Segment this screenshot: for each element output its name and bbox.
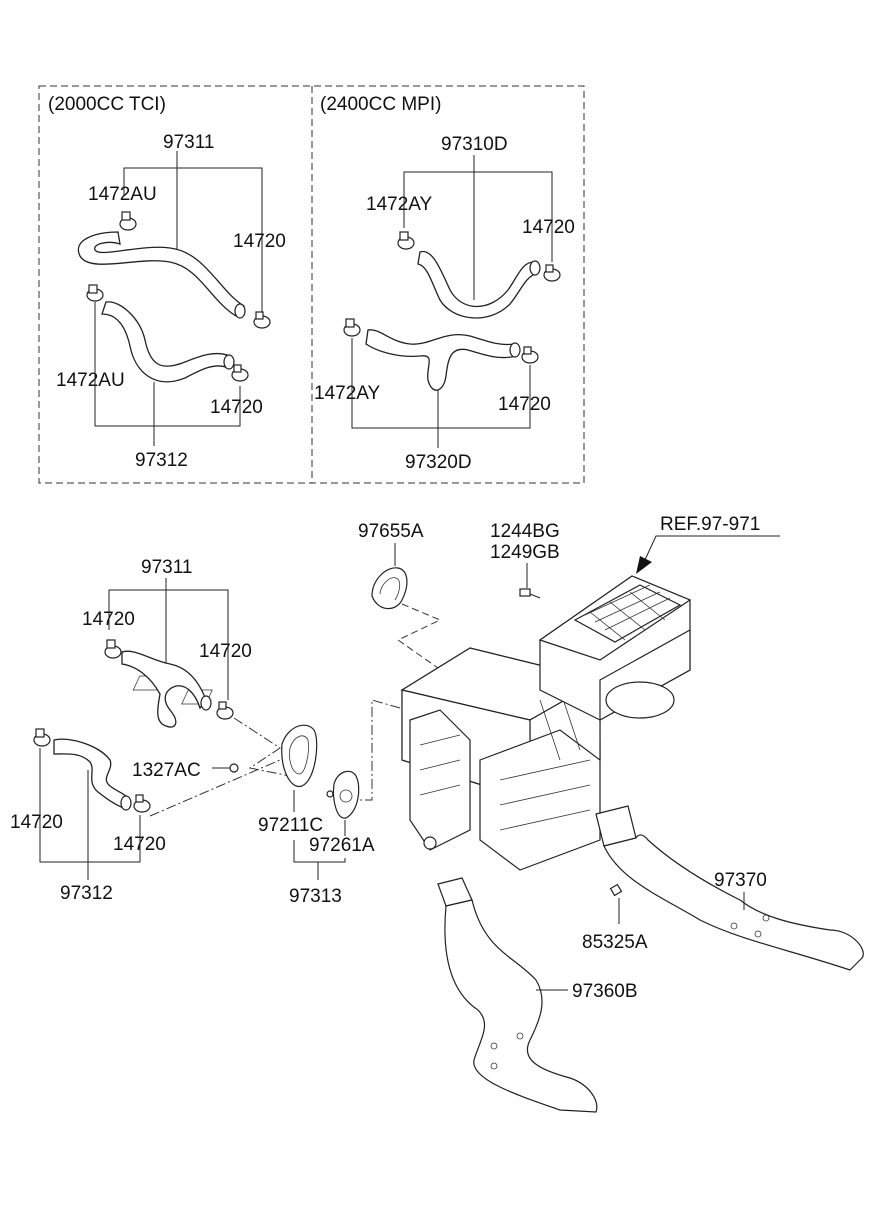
leader-97310D xyxy=(403,171,553,262)
label-14720-mpi-top: 14720 xyxy=(522,217,575,238)
clamp-14720-main-b xyxy=(216,701,234,720)
label-14720-main-c: 14720 xyxy=(10,812,63,833)
clamp-1472AU-top xyxy=(119,211,137,231)
gasket-bolt xyxy=(326,790,334,798)
option-box-frame xyxy=(38,85,585,484)
label-1249GB: 1249GB xyxy=(490,542,560,563)
label-1472AY-bot: 1472AY xyxy=(314,383,381,404)
hose-end xyxy=(120,795,132,811)
label-97261A: 97261A xyxy=(309,835,375,856)
label-14720-tci-bot: 14720 xyxy=(210,397,263,418)
label-14720-mpi-bot: 14720 xyxy=(498,394,551,415)
gasket-hole xyxy=(339,789,353,803)
label-97211C: 97211C xyxy=(258,815,323,836)
label-1472AU-bot: 1472AU xyxy=(56,370,125,391)
label-97360B: 97360B xyxy=(572,981,638,1002)
hose-end xyxy=(529,260,541,276)
label-1244BG: 1244BG xyxy=(490,521,560,542)
leader-ref xyxy=(643,535,780,563)
hose-end xyxy=(509,342,521,358)
duct-97370 xyxy=(595,805,864,971)
dash-97655A xyxy=(397,603,442,669)
flange-inner xyxy=(289,735,309,775)
hose-end xyxy=(234,303,246,319)
clamp-14720-tci-top xyxy=(253,311,271,329)
label-ref: REF.97-971 xyxy=(660,514,760,535)
screw-1244BG xyxy=(519,588,541,599)
leader-97320D xyxy=(351,338,531,429)
clamp-1472AY-bot xyxy=(343,318,361,337)
clamp-1472AU-bot xyxy=(86,284,104,302)
label-97313: 97313 xyxy=(289,886,342,907)
label-14720-main-a: 14720 xyxy=(82,609,135,630)
clamp-14720-tci-bot xyxy=(231,364,249,382)
flange-97211C xyxy=(281,724,318,787)
blower-housing xyxy=(538,575,692,740)
ref-arrow-icon xyxy=(636,556,652,574)
duct-97360B xyxy=(437,877,598,1113)
left-box-title: (2000CC TCI) xyxy=(48,94,166,115)
nut-1327AC xyxy=(229,763,239,773)
upper-hose-main xyxy=(121,650,207,728)
hose-end xyxy=(223,354,235,370)
label-97311-main: 97311 xyxy=(141,557,192,578)
clamp-14720-mpi-top xyxy=(543,264,561,282)
clamp-14720-mpi-bot xyxy=(521,346,539,364)
clamp-14720-main-c xyxy=(33,728,51,747)
label-97320D: 97320D xyxy=(405,452,472,473)
upper-hose-tci xyxy=(77,231,245,317)
label-1472AY-top: 1472AY xyxy=(366,194,433,215)
label-97312-tci: 97312 xyxy=(135,450,188,471)
gasket-97655A xyxy=(371,567,408,610)
label-97310D: 97310D xyxy=(441,134,508,155)
label-97370: 97370 xyxy=(714,870,767,891)
hose-end xyxy=(200,695,212,711)
dash-hose-lower xyxy=(149,759,281,817)
label-85325A: 85325A xyxy=(582,932,648,953)
gasket-97261A xyxy=(332,770,360,819)
gasket-inner xyxy=(379,577,401,601)
leader-97313 xyxy=(293,840,346,863)
clamp-14720-main-a xyxy=(104,639,122,659)
label-1327AC: 1327AC xyxy=(132,760,201,781)
dash-97261A xyxy=(360,699,401,801)
leader-97312-tci xyxy=(94,302,241,427)
label-97311-tci: 97311 xyxy=(163,132,214,153)
leader-97311-tci xyxy=(123,167,263,318)
leader-97312-main xyxy=(39,748,141,863)
label-97312-main: 97312 xyxy=(60,883,113,904)
right-box-title: (2400CC MPI) xyxy=(320,94,441,115)
lower-hose-main xyxy=(53,738,129,809)
upper-hose-mpi xyxy=(417,250,537,319)
clamp-14720-main-d xyxy=(133,794,151,813)
label-1472AU-top: 1472AU xyxy=(88,184,157,205)
label-14720-main-b: 14720 xyxy=(199,641,252,662)
lower-hose-mpi xyxy=(365,329,517,391)
label-97655A: 97655A xyxy=(358,521,424,542)
label-14720-tci-top: 14720 xyxy=(233,231,286,252)
clamp-1472AY-top xyxy=(397,231,415,250)
leader-97311-main xyxy=(108,589,229,700)
dash-hose-upper xyxy=(233,717,301,779)
label-14720-main-d: 14720 xyxy=(113,834,166,855)
screw-85325A xyxy=(609,883,623,897)
